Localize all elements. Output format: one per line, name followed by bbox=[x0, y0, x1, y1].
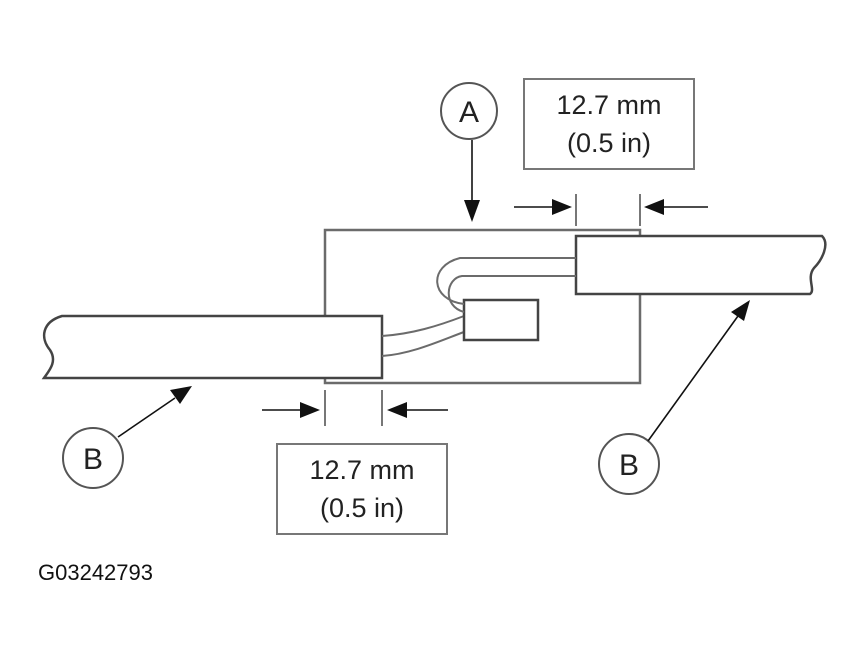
butt-splice-connector bbox=[462, 298, 540, 342]
figure-id: G03242793 bbox=[38, 560, 153, 585]
top-dimension-arrow-left bbox=[514, 199, 572, 215]
callout-b-left-label: B bbox=[83, 443, 103, 476]
top-dimension-line2: (0.5 in) bbox=[567, 128, 651, 158]
left-wire-lower bbox=[381, 331, 465, 357]
callout-a-circle bbox=[440, 82, 498, 140]
callout-b-left-circle bbox=[62, 427, 124, 489]
right-wire-loop-inner bbox=[447, 275, 576, 313]
callout-a-label: A bbox=[459, 96, 479, 129]
callout-b-right-label: B bbox=[619, 449, 639, 482]
left-cable bbox=[41, 314, 384, 380]
callout-a-leader bbox=[464, 140, 480, 222]
left-wire bbox=[381, 315, 465, 337]
top-dimension-arrow-right bbox=[644, 199, 708, 215]
heat-shrink-sleeve bbox=[323, 228, 642, 385]
bottom-dimension-box bbox=[276, 443, 448, 535]
bottom-dimension-line2: (0.5 in) bbox=[320, 493, 404, 523]
right-wire-loop bbox=[436, 257, 576, 305]
bottom-dimension-arrow-right bbox=[387, 402, 448, 418]
callout-b-left-leader bbox=[117, 386, 192, 438]
callout-b-right-circle bbox=[598, 433, 660, 495]
bottom-dimension-arrow-left bbox=[262, 402, 320, 418]
callout-b-right-leader bbox=[647, 300, 750, 442]
top-dimension-line1: 12.7 mm bbox=[556, 90, 661, 120]
right-cable bbox=[574, 234, 827, 296]
bottom-dimension-line1: 12.7 mm bbox=[309, 455, 414, 485]
top-dimension-box bbox=[523, 78, 695, 170]
